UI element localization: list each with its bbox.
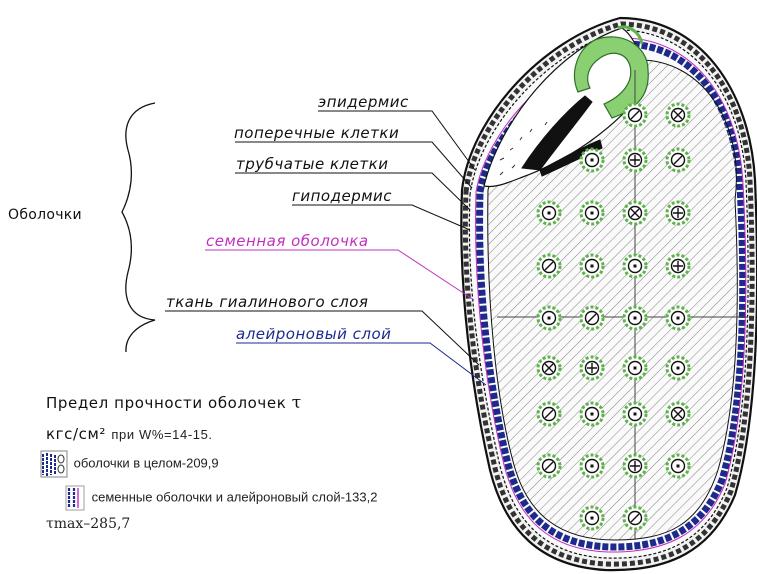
cell-marker [581, 202, 603, 224]
strength-heading: Предел прочности оболочек τ [46, 393, 302, 413]
strength-unit-note: при W%=14-15. [111, 427, 212, 442]
cell-marker-symbol [591, 465, 594, 468]
cell-marker [624, 104, 646, 126]
label-tube-cells: трубчатые клетки [236, 156, 388, 172]
tau-max: τmax–285,7 [46, 516, 130, 532]
cell-marker [624, 507, 646, 529]
cell-marker [538, 455, 560, 477]
cell-marker [667, 307, 689, 329]
shells-title: Оболочки [8, 207, 82, 223]
cell-marker [624, 403, 646, 425]
cell-marker [667, 403, 689, 425]
cell-marker [581, 507, 603, 529]
leader-aleurone [236, 343, 486, 385]
cell-marker [581, 455, 603, 477]
cell-marker [538, 202, 560, 224]
strength-heading-text: Предел прочности оболочек [46, 394, 286, 412]
cell-marker [624, 307, 646, 329]
cell-marker-symbol [591, 212, 594, 215]
strength-item-seed: семенные оболочки и алейроновый слой-133… [64, 484, 377, 512]
strength-item-whole: оболочки в целом-209,9 [40, 449, 219, 479]
cell-marker-symbol [634, 413, 637, 416]
strength-unit-line: кгс/см² при W%=14-15. [46, 425, 213, 443]
cell-marker [624, 455, 646, 477]
cell-marker [581, 403, 603, 425]
cell-marker-symbol [634, 265, 637, 268]
cell-marker-symbol [634, 367, 637, 370]
cell-marker-symbol [677, 367, 680, 370]
strength-item-whole-text: оболочки в целом-209,9 [74, 455, 219, 470]
cell-marker [624, 149, 646, 171]
cell-marker-symbol [591, 517, 594, 520]
cell-marker [624, 357, 646, 379]
cell-marker [667, 455, 689, 477]
cell-marker-symbol [634, 317, 637, 320]
cell-marker-symbol [677, 465, 680, 468]
cell-marker-symbol [591, 159, 594, 162]
cell-marker [624, 255, 646, 277]
label-cross-cells: поперечные клетки [234, 125, 399, 141]
cell-marker-symbol [548, 317, 551, 320]
leader-hypodermis [292, 205, 470, 230]
whole-shell-icon [40, 449, 68, 479]
cell-marker [581, 149, 603, 171]
cell-marker [538, 255, 560, 277]
cell-marker [667, 255, 689, 277]
cell-marker [667, 357, 689, 379]
cell-marker [538, 357, 560, 379]
cell-marker-symbol [591, 265, 594, 268]
label-hyaline-layer: ткань гиалинового слоя [166, 294, 368, 310]
cell-marker [667, 149, 689, 171]
brace [122, 103, 155, 352]
strength-item-seed-text: семенные оболочки и алейроновый слой-133… [92, 489, 378, 504]
cell-marker [624, 202, 646, 224]
seed-coat-icon [64, 484, 86, 512]
cell-marker-symbol [591, 413, 594, 416]
cell-marker-symbol [677, 317, 680, 320]
cell-marker [581, 357, 603, 379]
cell-marker [538, 307, 560, 329]
cell-marker-symbol [548, 212, 551, 215]
cell-marker [538, 403, 560, 425]
cell-marker [667, 202, 689, 224]
strength-unit: кгс/см² [46, 425, 106, 443]
label-epidermis: эпидермис [318, 94, 409, 110]
cell-marker [667, 104, 689, 126]
cell-marker [581, 307, 603, 329]
label-aleurone-layer: алейроновый слой [236, 326, 391, 342]
label-seed-coat: семенная оболочка [206, 233, 369, 249]
tau-symbol: τ [292, 393, 302, 413]
label-hypodermis: гиподермис [292, 188, 392, 204]
cell-marker [581, 255, 603, 277]
